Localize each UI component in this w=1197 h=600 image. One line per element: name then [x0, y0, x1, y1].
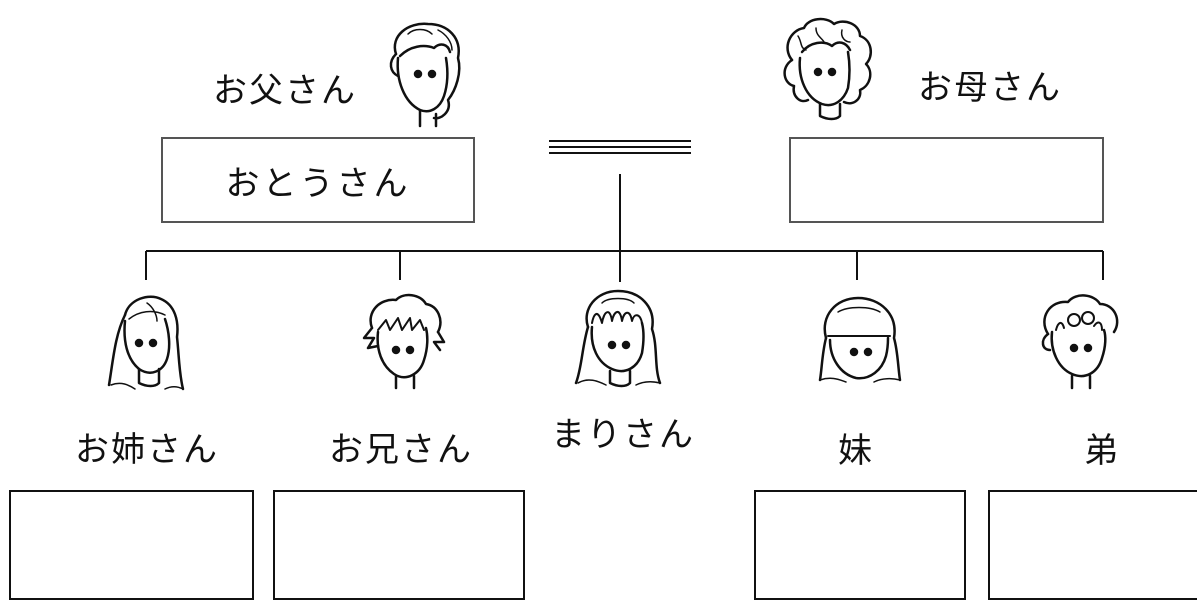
- younger-brother-label: 弟: [1084, 431, 1120, 471]
- father-face-icon: [389, 22, 461, 128]
- mari-face-icon: [574, 289, 662, 388]
- family-tree-lines: [145, 140, 1104, 282]
- mother-label: お母さん: [918, 68, 1062, 108]
- younger-brother-face-icon: [1041, 294, 1119, 390]
- father-label: お父さん: [213, 71, 357, 111]
- older-brother-face-icon: [362, 293, 446, 390]
- older-sister-label: お姉さん: [75, 430, 219, 470]
- mari-label: まりさん: [551, 415, 695, 455]
- older-brother-answer-box[interactable]: [273, 490, 525, 600]
- younger-brother-answer-box[interactable]: [988, 490, 1197, 600]
- father-answer-box[interactable]: おとうさん: [161, 137, 475, 223]
- mother-answer-box[interactable]: [789, 137, 1104, 223]
- younger-sister-label: 妹: [838, 431, 874, 471]
- marriage-symbol: [549, 140, 691, 154]
- younger-sister-face-icon: [818, 296, 902, 383]
- mother-face-icon: [783, 17, 873, 121]
- older-brother-label: お兄さん: [329, 430, 473, 470]
- older-sister-face-icon: [107, 295, 185, 391]
